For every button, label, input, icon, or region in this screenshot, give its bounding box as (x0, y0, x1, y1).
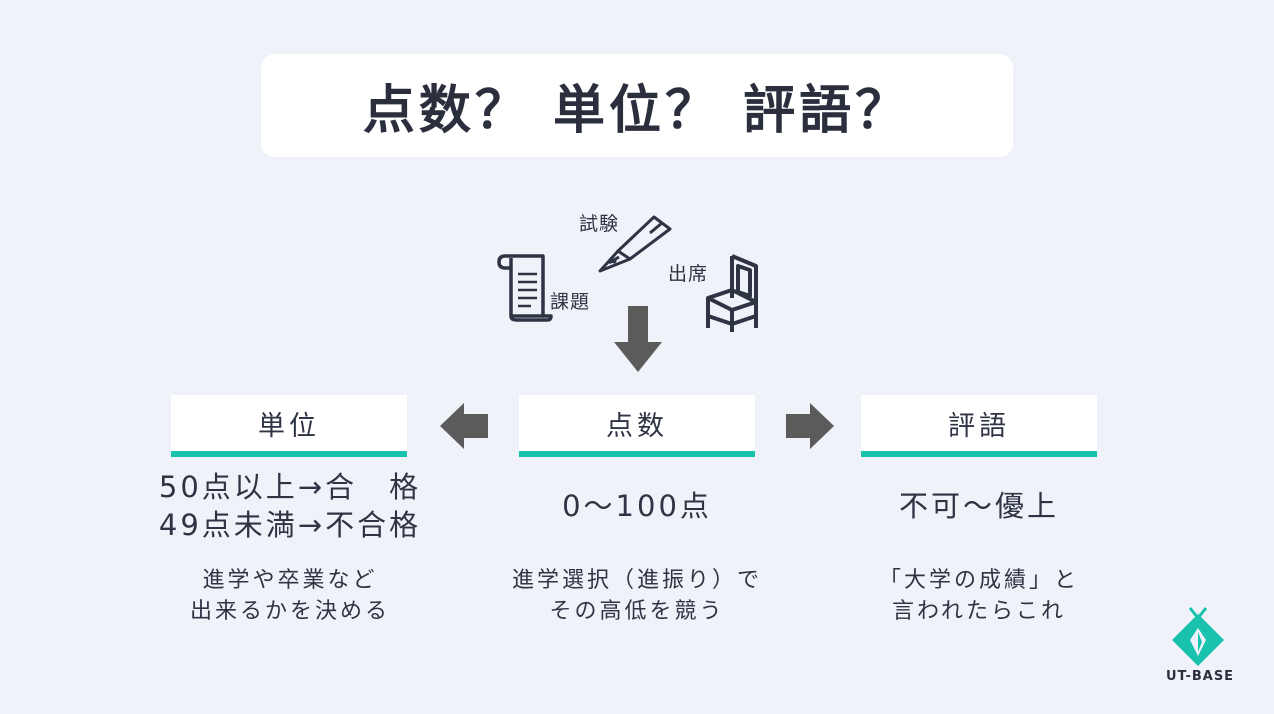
scroll-icon (497, 254, 553, 322)
left-arrow-icon (440, 403, 488, 449)
right-arrow-icon (786, 403, 834, 449)
exam-label: 試験 (579, 213, 620, 235)
attendance-label: 出席 (668, 263, 709, 285)
page-title: 点数？ 単位？ 評語？ (362, 81, 912, 141)
chair-icon (706, 254, 758, 332)
score-range: 0〜100点 (562, 489, 712, 523)
score-desc-line2: その高低を競う (549, 599, 725, 624)
grade-heading: 評語 (948, 410, 1010, 442)
down-arrow-icon (614, 306, 662, 372)
title-box: 点数？ 単位？ 評語？ (261, 54, 1013, 157)
logo-text: UT-BASE (1165, 669, 1235, 684)
grade-desc-line2: 言われたらこれ (892, 599, 1066, 624)
unit-box: 単位 (171, 395, 407, 457)
score-heading: 点数 (606, 410, 668, 442)
ut-base-logo-icon (1172, 607, 1224, 666)
grade-desc-line1: 「大学の成績」と (878, 568, 1079, 593)
assignment-label: 課題 (550, 291, 591, 313)
unit-fail-rule: 49点未満→不合格 (158, 508, 422, 542)
unit-desc-line1: 進学や卒業など (202, 568, 378, 593)
grade-range: 不可〜優上 (898, 489, 1059, 523)
unit-pass-rule: 50点以上→合 格 (158, 470, 422, 504)
pen-icon (598, 215, 672, 273)
unit-desc-line2: 出来るかを決める (189, 599, 390, 624)
unit-heading: 単位 (258, 410, 320, 442)
grade-box: 評語 (861, 395, 1097, 457)
score-desc-line1: 進学選択（進振り）で (511, 568, 762, 593)
score-box: 点数 (519, 395, 755, 457)
